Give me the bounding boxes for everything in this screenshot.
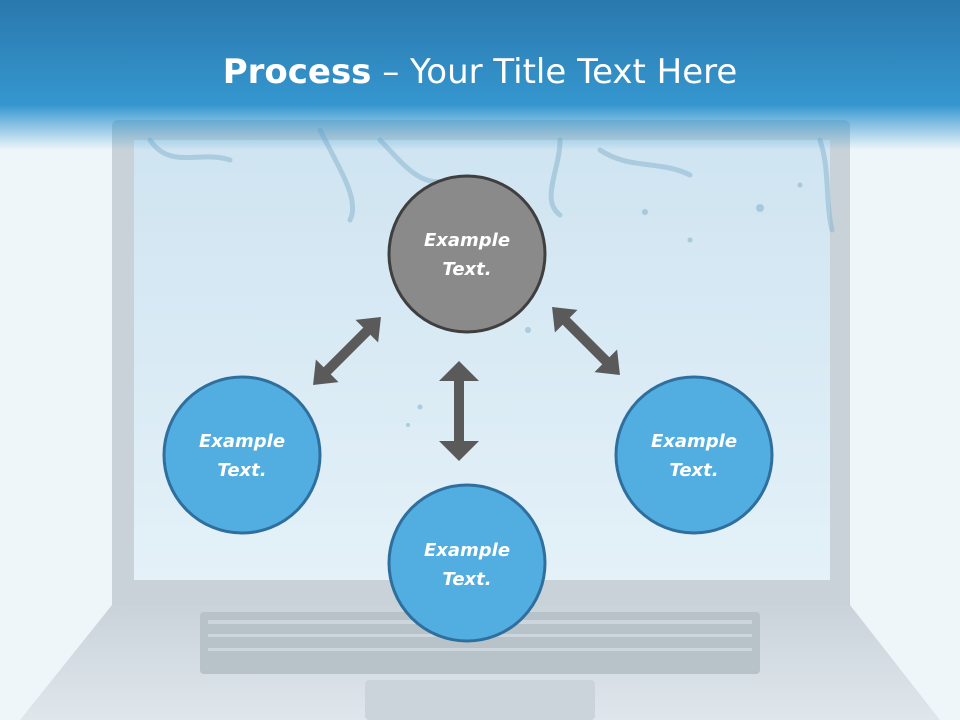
node-label-line1: Example xyxy=(199,431,285,452)
node-circle xyxy=(387,483,547,643)
title-rest: – Your Title Text Here xyxy=(371,52,738,92)
title-bold: Process xyxy=(222,52,372,92)
double-arrow-right xyxy=(552,307,620,375)
node-bottom: Example Text. xyxy=(387,483,547,643)
node-label-line1: Example xyxy=(424,540,510,561)
node-label-line2: Text. xyxy=(217,460,266,481)
node-circle xyxy=(614,375,774,535)
title-banner xyxy=(0,0,960,150)
node-circle xyxy=(387,174,547,334)
node-circle xyxy=(162,375,322,535)
page-title: Process – Your Title Text Here xyxy=(0,52,960,92)
node-top: Example Text. xyxy=(387,174,547,334)
node-label-line1: Example xyxy=(424,230,510,251)
node-right: Example Text. xyxy=(614,375,774,535)
node-label-line1: Example xyxy=(651,431,737,452)
node-label-line2: Text. xyxy=(669,460,718,481)
double-arrow-vertical xyxy=(439,361,479,461)
double-arrow-left xyxy=(313,317,381,385)
node-label-line2: Text. xyxy=(442,259,491,280)
node-left: Example Text. xyxy=(162,375,322,535)
node-label-line2: Text. xyxy=(442,569,491,590)
